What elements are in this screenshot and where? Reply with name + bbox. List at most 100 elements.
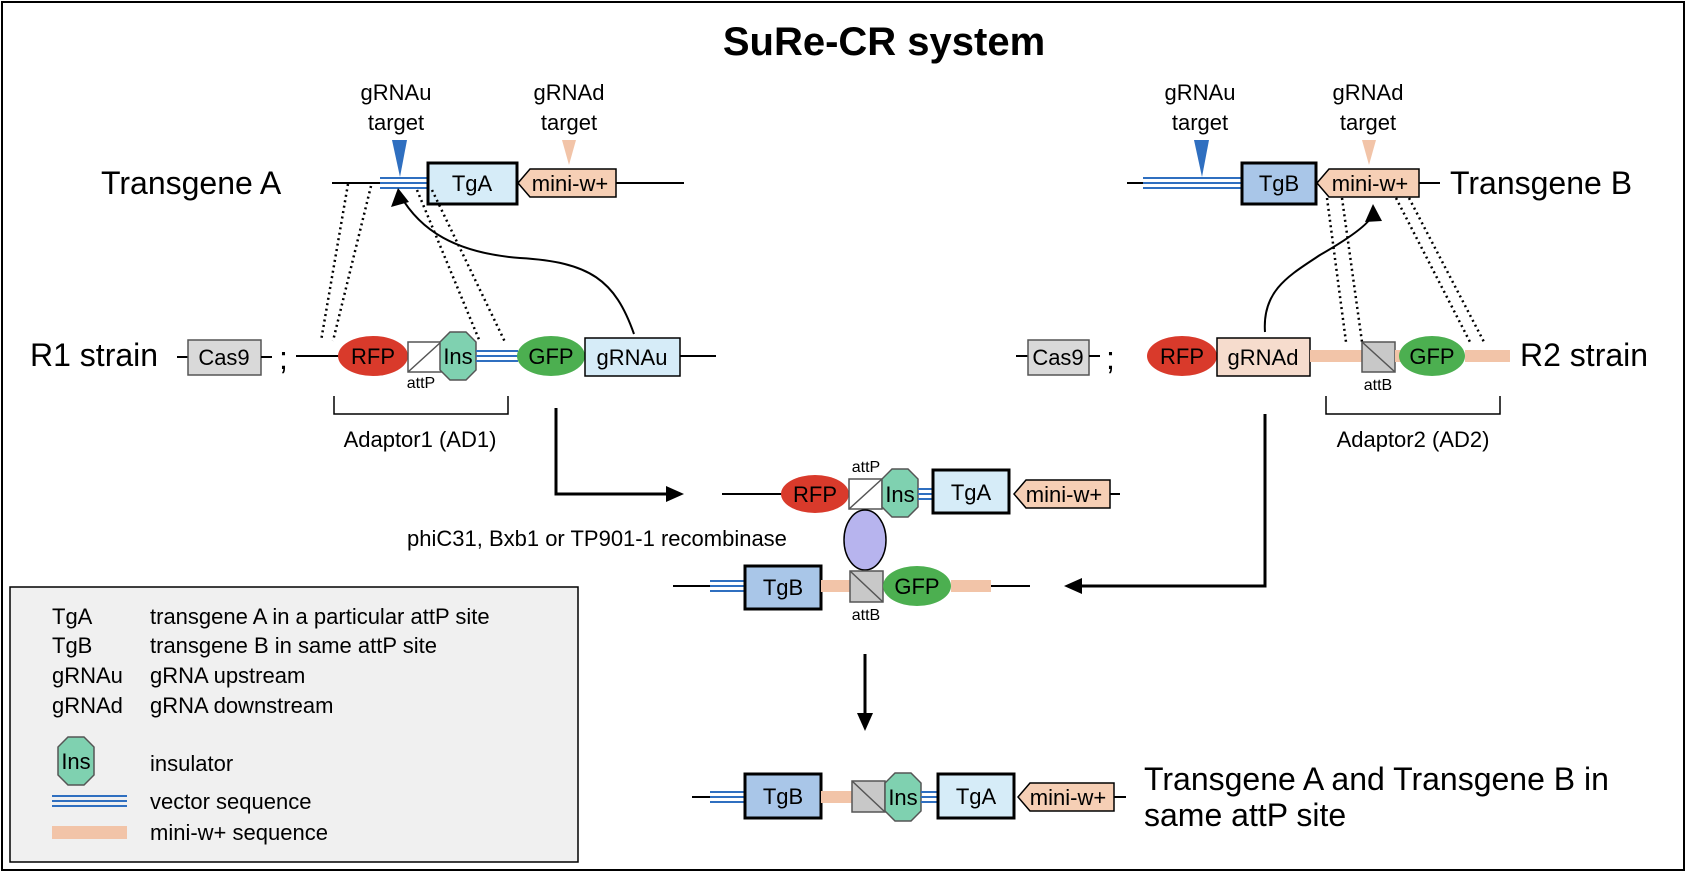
result-construct: TgB Ins TgA mini-w+ Transgene A and Tran… — [692, 761, 1609, 833]
adaptor2-bracket — [1325, 396, 1501, 415]
r1-strain-label: R1 strain — [30, 337, 158, 373]
tgb-label: TgB — [1259, 171, 1299, 196]
r2-flow-arrow-head — [1064, 578, 1082, 594]
gRNAu-target-marker — [392, 140, 407, 177]
tgb-box — [743, 772, 823, 820]
rfp-marker — [1147, 336, 1217, 376]
legend: TgA transgene A in a particular attP sit… — [9, 586, 579, 863]
insulator-ins — [439, 331, 477, 381]
gRNAd-target-label-2: target — [541, 110, 597, 135]
tga-label: TgA — [951, 480, 992, 505]
gRNAd-target-marker — [1362, 140, 1376, 165]
miniw-label: mini-w+ — [1030, 785, 1106, 810]
vector-sequence — [921, 791, 938, 803]
gfp-label: GFP — [528, 344, 573, 369]
vector-sequence — [710, 580, 745, 592]
insulator-ins — [881, 468, 919, 518]
rfp-marker — [338, 336, 408, 376]
down-flow-arrow-head — [857, 713, 873, 731]
miniw-label: mini-w+ — [1026, 482, 1102, 507]
r1-strain-construct: R1 strain Cas9 ; RFP attP Ins GFP gRNAu … — [30, 331, 716, 452]
middle-top-construct: RFP attP Ins TgA mini-w+ — [722, 459, 1120, 518]
middle-bottom-construct: TgB attB GFP — [673, 564, 1030, 624]
gRNAu-target-marker — [1194, 140, 1209, 177]
tgb-label: TgB — [763, 575, 803, 600]
r1-flow-arrow-head — [666, 486, 684, 502]
adaptor1-bracket — [333, 396, 509, 415]
transgene-a-construct: Transgene A TgA mini-w+ gRNAu target gRN… — [101, 80, 684, 206]
r1-arrow-head — [391, 188, 409, 207]
adaptor1-label: Adaptor1 (AD1) — [344, 427, 497, 452]
legend-key: gRNAd — [52, 693, 123, 718]
recombinase-label: phiC31, Bxb1 or TP901-1 recombinase — [407, 526, 787, 551]
gRNAu-target-label-2: target — [368, 110, 424, 135]
grnau-label: gRNAu — [597, 345, 668, 370]
gRNAu-target-label: gRNAu — [361, 80, 432, 105]
r2-targeting-arrow — [1263, 212, 1374, 333]
recombinase-enzyme — [843, 509, 887, 571]
legend-key: TgA — [52, 604, 93, 629]
transgene-b-construct: TgB mini-w+ Transgene B gRNAu target gRN… — [1127, 80, 1632, 206]
gRNAu-target-label-2: target — [1172, 110, 1228, 135]
r2-strain-label: R2 strain — [1520, 337, 1648, 373]
attp-label: attP — [407, 375, 435, 392]
r2-strain-construct: Cas9 ; RFP gRNAd attB GFP R2 strain Adap… — [1016, 336, 1648, 452]
legend-miniw-symbol — [52, 826, 127, 839]
miniw-label: mini-w+ — [1332, 171, 1408, 196]
rfp-label: RFP — [351, 344, 395, 369]
gRNAd-target-label: gRNAd — [534, 80, 605, 105]
attb-label: attB — [1364, 377, 1392, 394]
attp-label: attP — [852, 459, 880, 476]
diagram-title: SuRe-CR system — [723, 20, 1045, 64]
attb-label: attB — [852, 607, 880, 624]
legend-desc: transgene B in same attP site — [150, 633, 437, 658]
legend-box — [9, 586, 579, 863]
gfp-marker — [883, 566, 951, 606]
r1-targeting-arrow — [399, 194, 635, 335]
tga-box — [936, 772, 1016, 820]
grnau-box — [584, 337, 681, 377]
miniw-sequence — [821, 791, 852, 803]
miniw-arrow — [517, 168, 617, 198]
cas9-label: Cas9 — [198, 345, 249, 370]
adaptor2-label: Adaptor2 (AD2) — [1337, 427, 1490, 452]
gfp-label: GFP — [1409, 344, 1454, 369]
gfp-label: GFP — [894, 574, 939, 599]
legend-desc: vector sequence — [150, 789, 311, 814]
r2-flow-arrow — [1077, 414, 1267, 588]
transgene-b-label: Transgene B — [1450, 165, 1632, 201]
insulator-ins — [884, 772, 922, 822]
cas9-box — [187, 339, 262, 376]
legend-desc: gRNA downstream — [150, 693, 333, 718]
r2-arrow-head — [1365, 204, 1382, 222]
result-label: Transgene A and Transgene B in — [1144, 761, 1609, 797]
miniw-sequence — [821, 580, 850, 592]
cas9-label: Cas9 — [1032, 345, 1083, 370]
tga-label: TgA — [452, 171, 493, 196]
legend-key: gRNAu — [52, 663, 123, 688]
vector-sequence — [710, 791, 745, 803]
miniw-sequence — [1310, 350, 1362, 362]
miniw-label: mini-w+ — [532, 171, 608, 196]
legend-desc: gRNA upstream — [150, 663, 305, 688]
legend-desc: transgene A in a particular attP site — [150, 604, 490, 629]
gfp-marker — [517, 336, 585, 376]
r2-homology-lines — [1325, 197, 1486, 343]
legend-ins-label: Ins — [61, 749, 90, 774]
legend-vector-symbol — [52, 795, 127, 807]
ins-label: Ins — [443, 344, 472, 369]
vector-sequence — [476, 350, 518, 362]
result-label-2: same attP site — [1144, 797, 1346, 833]
miniw-arrow — [1017, 782, 1115, 812]
tga-label: TgA — [956, 784, 997, 809]
ins-label: Ins — [888, 785, 917, 810]
separator: ; — [1106, 340, 1115, 376]
miniw-arrow — [1316, 168, 1420, 198]
ins-label: Ins — [885, 482, 914, 507]
tga-box — [426, 161, 519, 206]
gRNAd-target-label: gRNAd — [1333, 80, 1404, 105]
legend-key: TgB — [52, 633, 92, 658]
tga-box — [931, 468, 1011, 515]
gRNAd-target-label-2: target — [1340, 110, 1396, 135]
